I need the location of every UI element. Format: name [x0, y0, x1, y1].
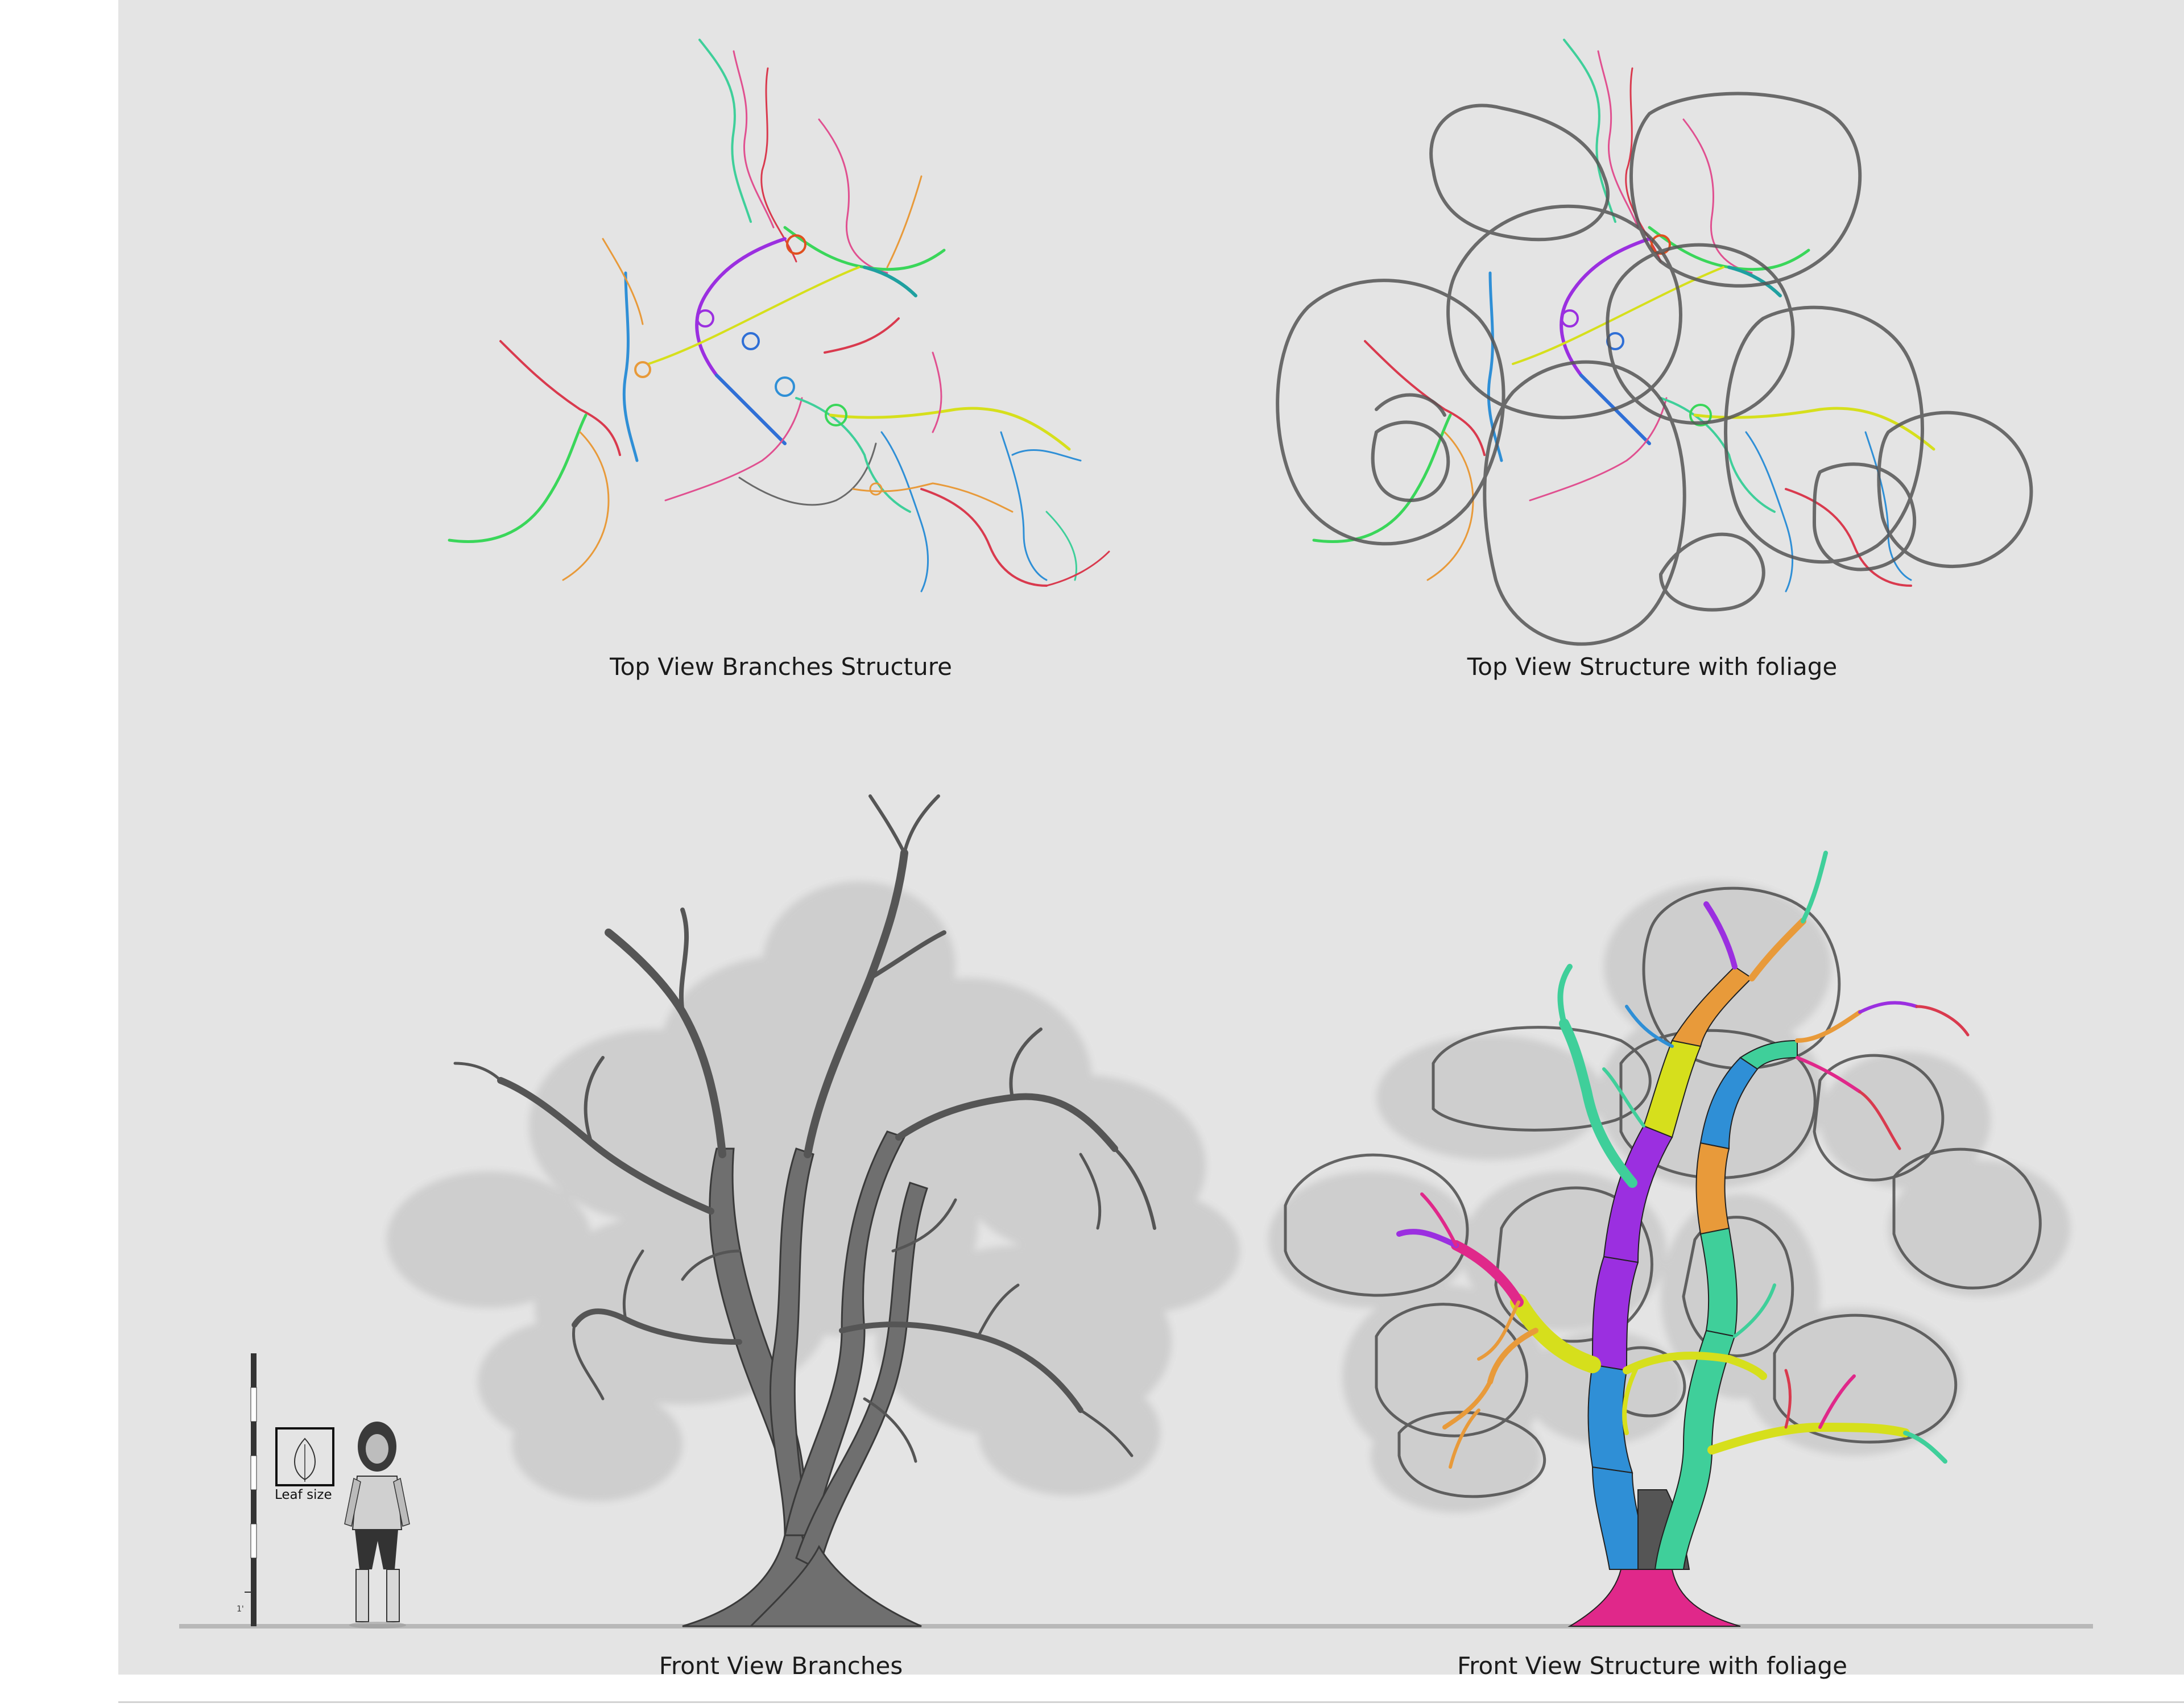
caption-front-view-foliage: Front View Structure with foliage: [1457, 1652, 1847, 1680]
front-view-tree-right: [1268, 851, 2070, 1627]
scale-unit-mark: 1': [237, 1605, 244, 1614]
caption-front-view-branches: Front View Branches: [659, 1652, 903, 1680]
front-view-tree-left: [387, 794, 1240, 1627]
caption-top-view-foliage: Top View Structure with foliage: [1467, 653, 1838, 681]
top-view-foliage: [1276, 39, 2033, 646]
bottom-divider: [118, 1701, 2184, 1703]
measuring-pole-icon: [245, 1353, 257, 1626]
top-view-branches: [448, 39, 1110, 593]
caption-top-view-branches: Top View Branches Structure: [610, 653, 952, 681]
leaf-icon: [275, 1427, 334, 1486]
human-figure-icon: [344, 1422, 410, 1629]
leaf-size-label: Leaf size: [275, 1488, 332, 1502]
